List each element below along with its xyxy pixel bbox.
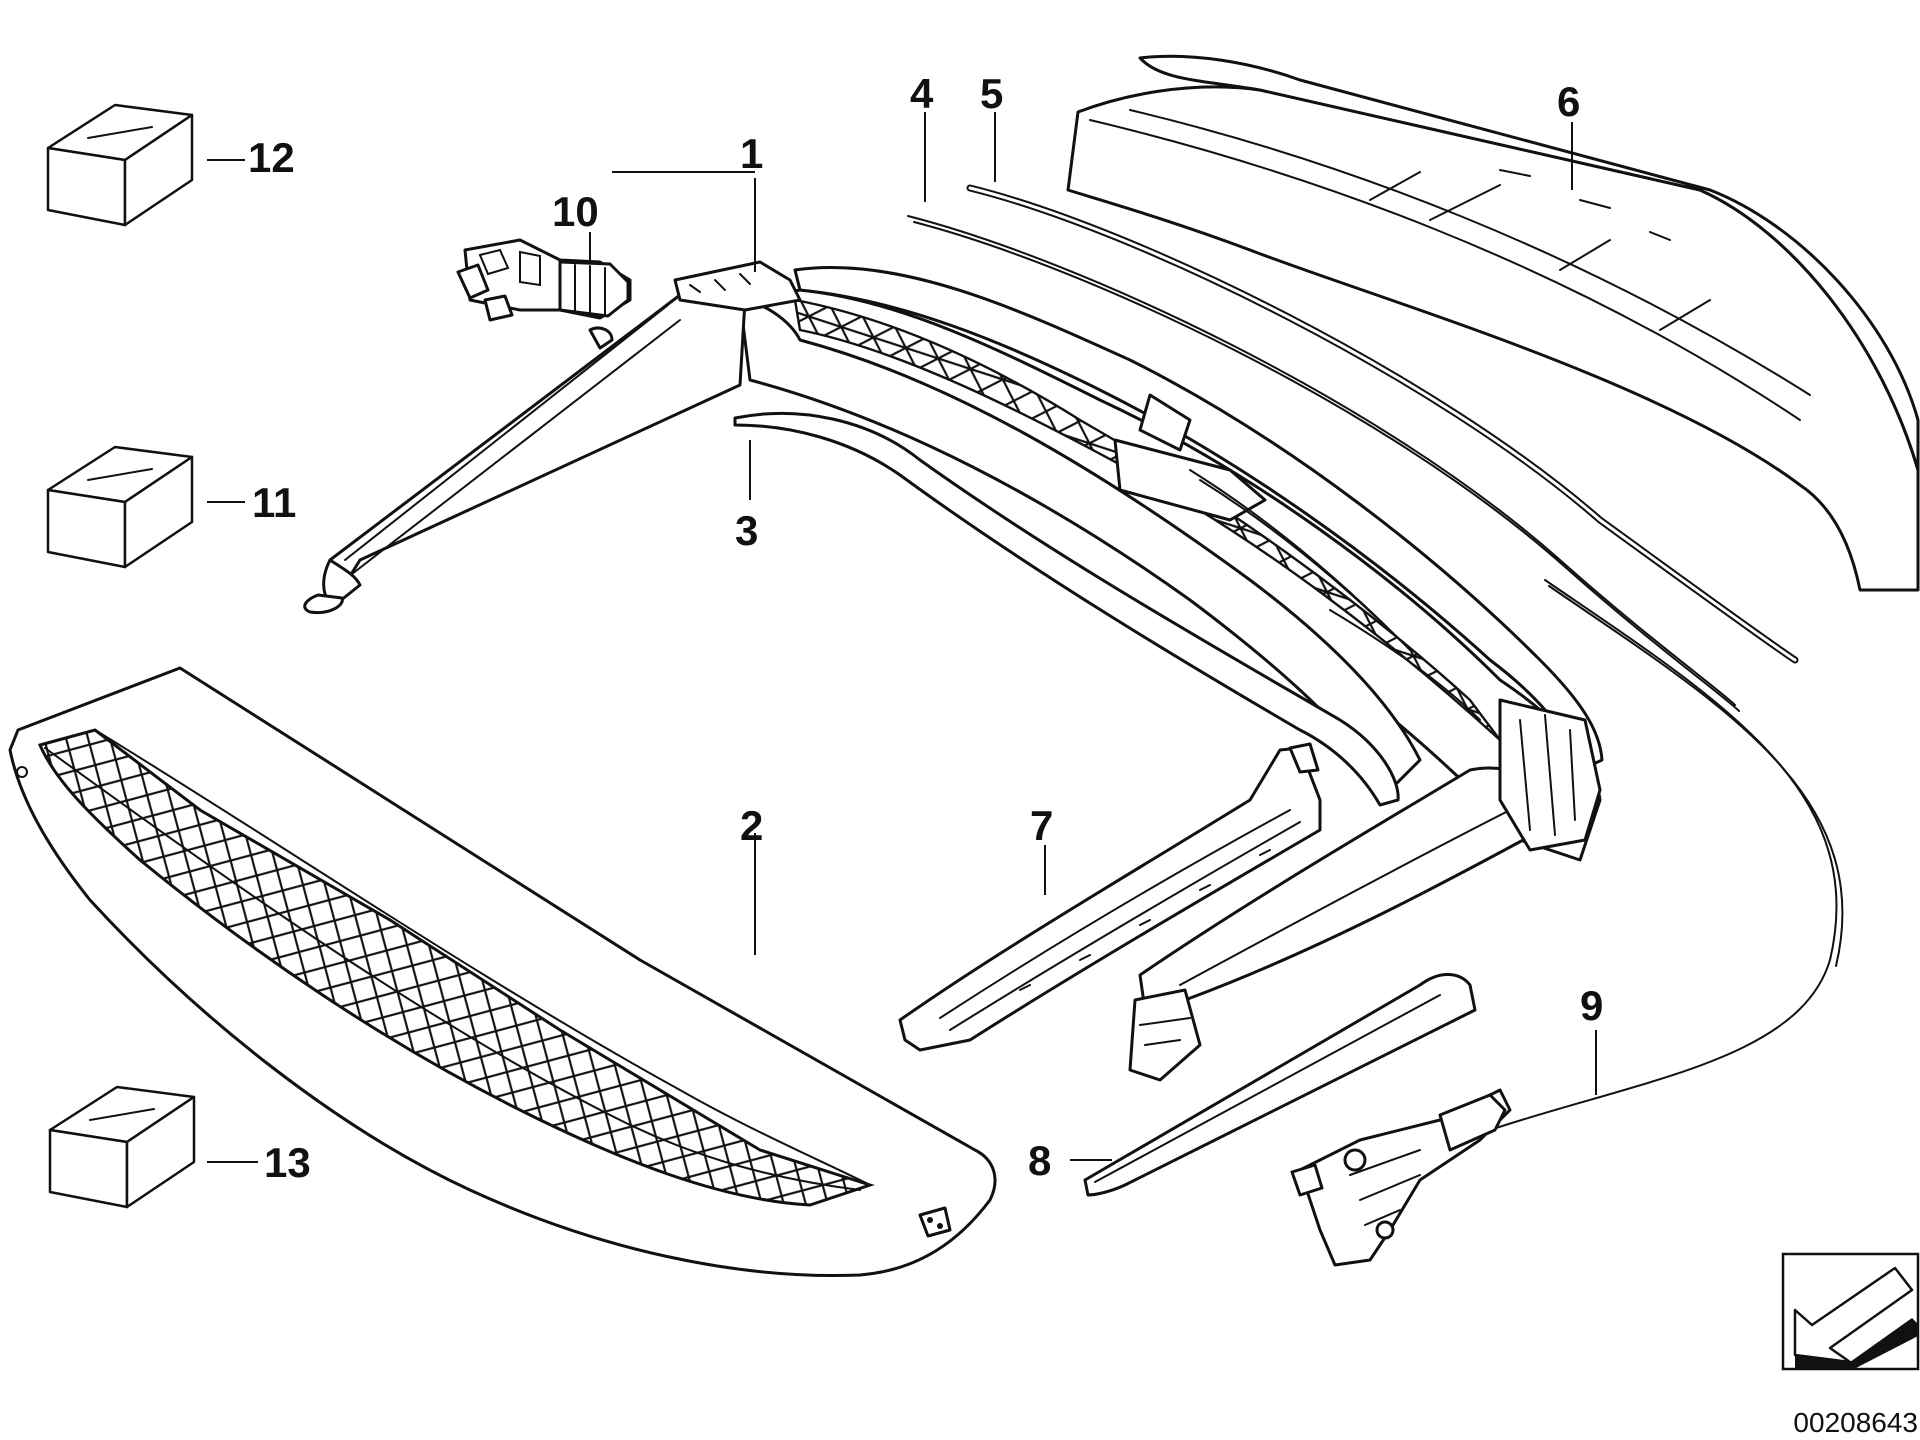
callout-8: 8: [1028, 1137, 1051, 1184]
callout-10: 10: [552, 188, 599, 235]
callout-12: 12: [248, 134, 295, 181]
part-2-cover-panel: [8, 666, 997, 1277]
callout-6: 6: [1557, 78, 1580, 125]
part-7-side-trim: [898, 742, 1322, 1052]
part-9-cable: [1489, 579, 1844, 1131]
part-4-seal: [907, 215, 1740, 712]
callout-2: 2: [740, 802, 763, 849]
callout-9: 9: [1580, 982, 1603, 1029]
part-1-roof-frame: [303, 260, 1604, 1082]
part-10-drive-motor: [456, 238, 632, 350]
box-icon-11: [46, 445, 194, 569]
part-9-hinge-bracket: [1290, 1088, 1512, 1267]
callout-7: 7: [1030, 802, 1053, 849]
leader-lines: [207, 112, 1597, 1163]
part-8-sill-trim: [1083, 973, 1477, 1197]
callout-1: 1: [740, 130, 763, 177]
drawing-code: 00208643: [1793, 1407, 1918, 1438]
part-3-strip: [733, 412, 1400, 807]
callout-13: 13: [264, 1139, 311, 1186]
arrow-pointer-icon: [1781, 1252, 1920, 1371]
callout-3: 3: [735, 507, 758, 554]
box-icon-13: [48, 1085, 196, 1209]
callout-5: 5: [980, 70, 1003, 117]
callout-11: 11: [252, 479, 296, 526]
part-5-seal: [966, 184, 1799, 664]
callout-4: 4: [910, 70, 934, 117]
part-6-rear-cover: [1066, 54, 1920, 592]
box-icon-12: [46, 103, 194, 227]
callout-numbers: 1 2 3 4 5 6 7 8 9 10 11 12 13: [248, 70, 1603, 1186]
